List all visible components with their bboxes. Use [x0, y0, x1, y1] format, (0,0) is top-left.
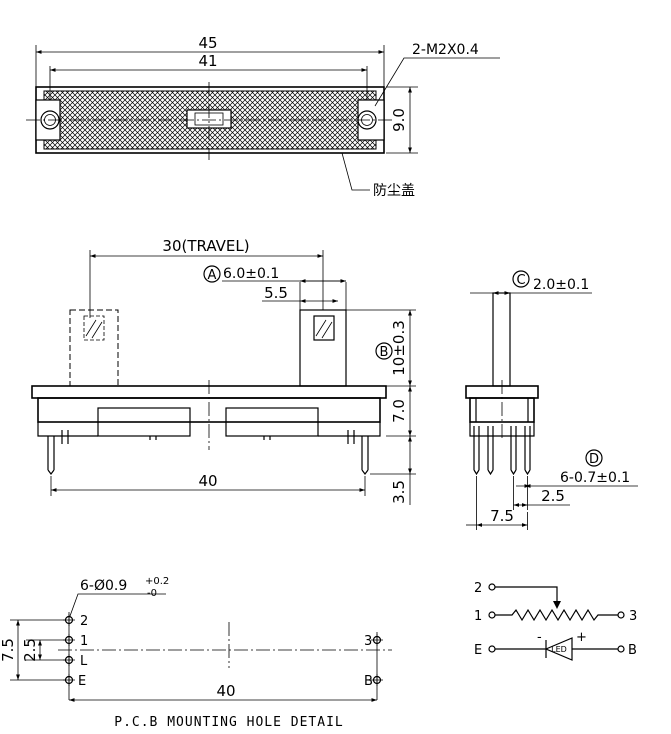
dust-cover-label: 防尘盖: [373, 183, 415, 199]
hole-b: [371, 674, 383, 686]
sch-terminal-2: [488, 583, 496, 591]
dim-mount-label: 41: [198, 52, 217, 70]
circuit-schematic: 2 1 3 E B LED - +: [474, 581, 637, 661]
dim-pcb-7-5-label: 7.5: [0, 638, 17, 662]
pcb-caption: P.C.B MOUNTING HOLE DETAIL: [114, 715, 344, 730]
dim-d-label: 6-0.7±0.1: [560, 470, 630, 486]
hole-3: [371, 634, 383, 646]
hole-tol-minus: -0: [147, 588, 157, 599]
dim-pin-label: 3.5: [390, 480, 408, 504]
pcb-hole-detail: 6-Ø0.9 +0.2 -0: [0, 576, 392, 730]
marker-d: D: [589, 452, 599, 467]
slider-knob-window: [313, 315, 335, 341]
sch-terminal-e: [488, 645, 496, 653]
sch-pin-b: B: [628, 643, 637, 658]
dim-5-5-label: 5.5: [264, 284, 288, 302]
marker-b-circle: [375, 342, 393, 360]
dim-travel-label: 30(TRAVEL): [162, 237, 249, 255]
dim-body-label: 7.0: [390, 399, 408, 423]
dim-pcb-40-label: 40: [216, 682, 235, 700]
marker-a: A: [208, 268, 217, 283]
front-view: 30(TRAVEL) A 6.0±0.1 5.5 B 10±0.3: [31, 237, 416, 505]
sch-pin-e: E: [474, 643, 482, 658]
side-view: C 2.0±0.1 D 6-0.7±0.1 2.5 7.5: [465, 270, 638, 530]
top-view: 45 41 9.0 2-M2X0.4 防尘盖: [26, 34, 500, 199]
dim-height-label: 9.0: [390, 108, 408, 132]
hole-note: 6-Ø0.9: [80, 578, 127, 594]
marker-d-circle: [585, 449, 603, 467]
sch-terminal-1: [488, 611, 496, 619]
sch-terminal-3: [617, 611, 625, 619]
sch-minus: -: [537, 630, 542, 645]
dim-a-label: 6.0±0.1: [223, 266, 279, 282]
pcb-pin-3: 3: [364, 634, 372, 649]
dim-7-5-label: 7.5: [490, 507, 514, 525]
pcb-pin-b: B: [364, 674, 373, 689]
marker-c-circle: [512, 270, 530, 288]
pcb-pin-2: 2: [80, 614, 88, 629]
ghost-knob-window: [83, 315, 105, 341]
body-pocket-right: [225, 407, 319, 437]
pcb-pin-l: L: [80, 654, 88, 669]
sch-resistor: [495, 608, 618, 622]
body-pocket-left: [97, 407, 191, 437]
marker-a-circle: [203, 265, 221, 283]
sch-terminal-b: [617, 645, 625, 653]
sch-pin-3: 3: [629, 609, 637, 624]
sch-led-label: LED: [551, 645, 567, 654]
ghost-knob: [69, 309, 119, 387]
dim-overall-label: 45: [198, 34, 217, 52]
marker-b: B: [380, 345, 389, 360]
marker-c: C: [516, 273, 525, 288]
sch-pin-1: 1: [474, 609, 482, 624]
hole-leader: [69, 593, 166, 617]
hole-tol-plus: +0.2: [145, 576, 169, 587]
dim-b-label: 10±0.3: [390, 320, 408, 376]
slider-knob: [299, 309, 347, 387]
dim-2-5-label: 2.5: [541, 487, 565, 505]
thread-note: 2-M2X0.4: [412, 42, 479, 58]
dim-pcb-2-5-label: 2.5: [21, 638, 39, 662]
dim-c-label: 2.0±0.1: [533, 277, 589, 293]
dust-cover-leader: [341, 152, 370, 191]
sch-plus: +: [576, 630, 587, 645]
sch-wiper-arrow: [553, 601, 561, 609]
pcb-pin-e: E: [78, 674, 86, 689]
dim-length-label: 40: [198, 472, 217, 490]
thread-leader: [374, 57, 500, 107]
sch-pin-2: 2: [474, 581, 482, 596]
pcb-pin-1: 1: [80, 634, 88, 649]
sch-wiper: [495, 586, 558, 606]
actuator-stem: [492, 292, 511, 387]
